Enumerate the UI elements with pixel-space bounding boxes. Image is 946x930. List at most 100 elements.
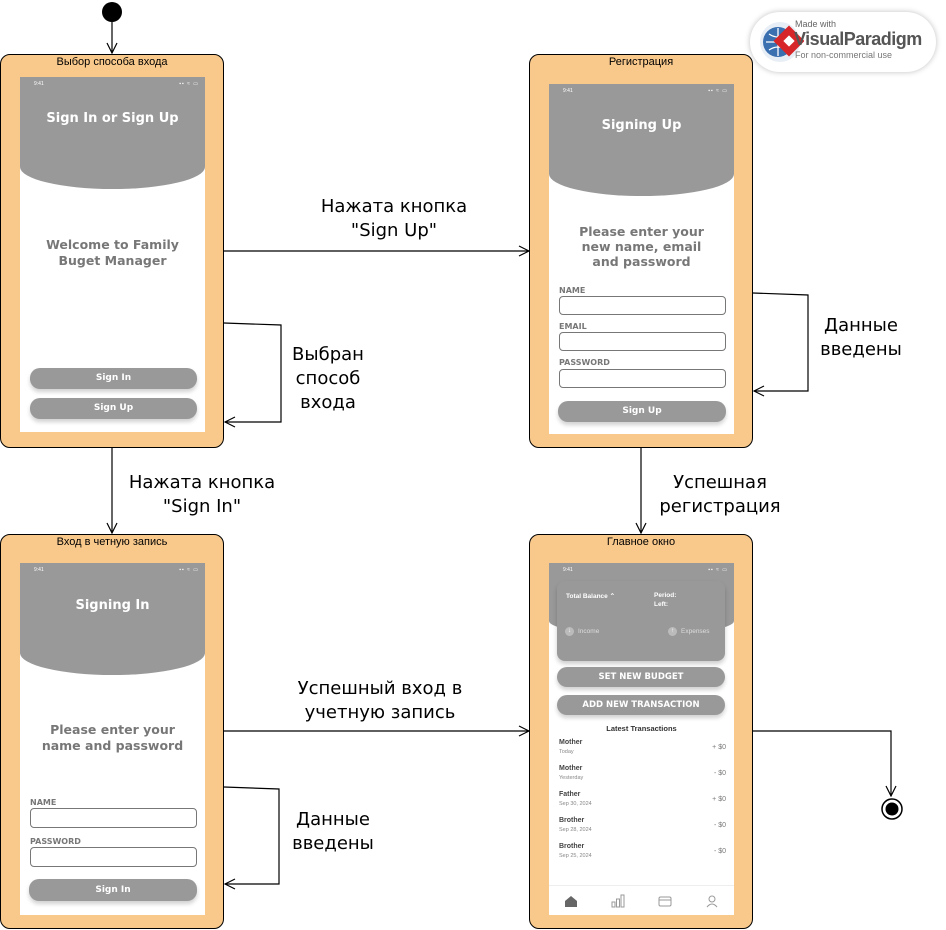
transaction-amount: - $0 — [713, 848, 726, 855]
prompt-line-2: new name, email — [581, 239, 702, 254]
made-with-text: Made with — [795, 19, 837, 29]
sign-up-button[interactable]: Sign Up — [30, 398, 197, 419]
transaction-date: Sep 28, 2024 — [559, 827, 592, 833]
arrow-reg-self — [752, 292, 809, 391]
password-label: PASSWORD — [559, 358, 610, 367]
screen-title: Signing In — [75, 598, 150, 613]
left-label: Left: — [654, 601, 669, 608]
label-line: "Sign Up" — [350, 220, 438, 241]
transaction-amount: + $0 — [712, 744, 726, 751]
chart-icon[interactable] — [611, 894, 625, 908]
label-choice-self: Выбран способ входа — [274, 343, 382, 415]
arrow-login-self — [223, 786, 280, 884]
period-label: Period: — [654, 592, 677, 599]
label-line: Успешная — [673, 472, 767, 493]
visual-paradigm-badge: Made with VisualParadigm For non-commerc… — [750, 12, 936, 72]
transaction-name: Brother — [559, 817, 585, 824]
state-title: Главное окно — [606, 536, 676, 548]
transaction-name: Father — [559, 791, 581, 798]
transaction-date: Sep 30, 2024 — [559, 801, 592, 807]
name-label: NAME — [559, 286, 586, 295]
label-to-signin: Нажата кнопка "Sign In" — [112, 471, 292, 519]
home-icon[interactable] — [564, 895, 578, 908]
label-reg-self: Данные введены — [806, 314, 916, 362]
set-new-budget-button[interactable]: SET NEW BUDGET — [557, 667, 725, 687]
initial-node — [102, 2, 122, 22]
label-line: Выбран — [292, 344, 364, 365]
status-time: 9:41 — [34, 81, 44, 87]
state-title: Вход в четную запись — [56, 536, 168, 548]
screen-title: Signing Up — [601, 118, 682, 133]
label-line: учетную запись — [304, 702, 456, 723]
transaction-name: Brother — [559, 843, 585, 850]
status-icons: ▪▪ ≈ ▭ — [708, 88, 728, 94]
add-new-transaction-button[interactable]: ADD NEW TRANSACTION — [557, 695, 725, 715]
balance-card: Total Balance ⌃ Period: Left: ↓ Income ↑… — [557, 581, 725, 661]
label-line: введены — [292, 833, 374, 854]
state-title: Регистрация — [608, 56, 674, 68]
status-time: 9:41 — [34, 567, 44, 573]
label-line: введены — [820, 339, 902, 360]
status-time: 9:41 — [563, 88, 573, 94]
label-line: "Sign In" — [162, 496, 242, 517]
label-line: входа — [300, 392, 356, 413]
label-line: Успешный вход в — [297, 678, 463, 699]
transaction-amount: - $0 — [713, 770, 726, 777]
phone-screen: 9:41 ▪▪ ≈ ▭ Signing In Please enter your… — [20, 563, 205, 915]
phone-screen: 9:41 ▪▪ ≈ ▭ Signing Up Please enter your… — [549, 84, 734, 434]
label-line: Нажата кнопка — [128, 472, 276, 493]
expenses-label: Expenses — [681, 628, 710, 635]
latest-transactions-title: Latest Transactions — [606, 724, 677, 733]
screen-title: Sign In or Sign Up — [46, 111, 179, 126]
phone-header — [549, 84, 734, 196]
label-line: Данные — [296, 809, 370, 830]
status-icons: ▪▪ ≈ ▭ — [179, 81, 199, 87]
sign-up-submit-button[interactable]: Sign Up — [558, 401, 726, 422]
email-label: EMAIL — [559, 322, 587, 331]
phone-screen: 9:41 ▪▪ ≈ ▭ Sign In or Sign Up Welcome t… — [20, 77, 205, 432]
status-icons: ▪▪ ≈ ▭ — [708, 567, 728, 573]
state-login-choice: Выбор способа входа 9:41 ▪▪ ≈ ▭ Sign In … — [0, 54, 224, 448]
name-input[interactable] — [30, 808, 197, 828]
wallet-icon[interactable] — [658, 895, 672, 907]
welcome-line-2: Buget Manager — [58, 253, 167, 268]
password-input[interactable] — [30, 847, 197, 867]
transaction-amount: - $0 — [713, 822, 726, 829]
transaction-name: Mother — [559, 765, 583, 772]
state-title: Выбор способа входа — [56, 56, 168, 68]
state-login: Вход в четную запись 9:41 ▪▪ ≈ ▭ Signing… — [0, 534, 224, 929]
phone-header — [20, 563, 205, 675]
transaction-date: Today — [559, 749, 574, 755]
total-balance-label[interactable]: Total Balance ⌃ — [566, 593, 616, 600]
state-main-window: Главное окно 9:41 ▪▪ ≈ ▭ Total Balance ⌃… — [529, 534, 753, 929]
sign-in-button[interactable]: Sign In — [30, 368, 197, 389]
prompt-line-1: Please enter your — [579, 224, 704, 239]
license-note: For non-commercial use — [795, 50, 893, 60]
expenses-arrow-icon: ↑ — [668, 627, 677, 636]
name-label: NAME — [30, 798, 57, 807]
final-node-inner — [885, 802, 899, 816]
password-input[interactable] — [559, 369, 726, 388]
prompt-line-1: Please enter your — [50, 722, 175, 737]
password-label: PASSWORD — [30, 837, 81, 846]
income-arrow-icon: ↓ — [565, 627, 574, 636]
arrow-to-final — [753, 730, 891, 796]
transaction-date: Sep 25, 2024 — [559, 853, 592, 859]
visual-paradigm-logo — [760, 22, 804, 62]
label-line: регистрация — [659, 496, 781, 517]
email-input[interactable] — [559, 332, 726, 351]
bottom-nav — [549, 885, 734, 915]
income-label: Income — [578, 628, 600, 635]
status-icons: ▪▪ ≈ ▭ — [179, 567, 199, 573]
prompt-line-2: name and password — [41, 738, 184, 753]
name-input[interactable] — [559, 296, 726, 315]
transaction-amount: + $0 — [712, 796, 726, 803]
label-line: Данные — [824, 315, 898, 336]
sign-in-submit-button[interactable]: Sign In — [29, 879, 197, 901]
user-icon[interactable] — [705, 894, 719, 908]
welcome-line-1: Welcome to Family — [46, 237, 179, 252]
label-reg-success: Успешная регистрация — [645, 471, 795, 519]
label-login-self: Данные введены — [278, 808, 388, 856]
prompt-line-3: and password — [592, 254, 691, 269]
